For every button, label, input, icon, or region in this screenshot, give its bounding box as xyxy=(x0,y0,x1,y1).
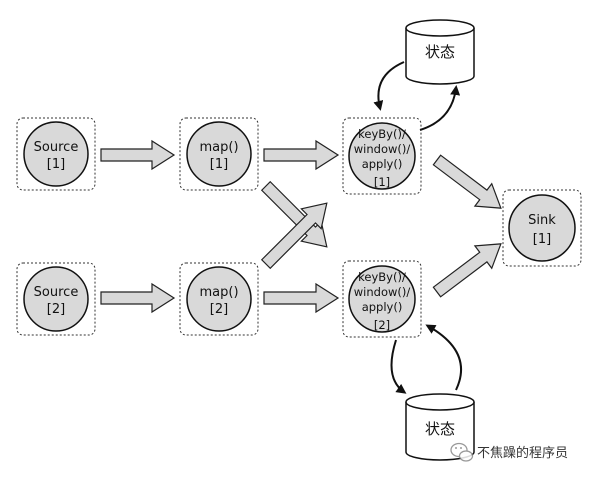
state-top-label: 状态 xyxy=(425,43,455,61)
arrow-source1-to-map1 xyxy=(100,139,176,171)
arrow-window1-to-sink xyxy=(432,154,502,209)
state-access-arrows xyxy=(373,61,463,394)
arrow-map1-to-window2 xyxy=(260,180,328,248)
arrow-state-top-to-window1 xyxy=(373,61,405,111)
window2-line1: keyBy()/ xyxy=(358,270,406,284)
arrow-map2-to-window2 xyxy=(263,282,340,314)
operator-source1: Source [1] xyxy=(16,117,96,191)
arrow-source2-to-map2 xyxy=(100,282,176,314)
operator-source2: Source [2] xyxy=(16,262,96,336)
operator-window2: keyBy()/ window()/ apply() [2] xyxy=(342,260,422,338)
window1-line1: keyBy()/ xyxy=(358,127,406,141)
state-bottom-label: 状态 xyxy=(425,420,455,438)
arrow-map2-to-window1 xyxy=(260,202,328,270)
sink-index: [1] xyxy=(533,232,551,247)
window2-line2: window()/ xyxy=(354,285,411,299)
map2-index: [2] xyxy=(210,302,228,317)
arrow-window2-to-state-bottom xyxy=(390,339,407,394)
window1-line3: apply() xyxy=(362,157,403,171)
source1-index: [1] xyxy=(47,157,65,172)
map2-name: map() xyxy=(199,285,238,300)
state-store-bottom: 状态 xyxy=(405,393,475,461)
arrow-window2-to-sink xyxy=(432,243,502,298)
window1-index: [1] xyxy=(374,175,390,189)
map1-index: [1] xyxy=(210,157,228,172)
state-store-top: 状态 xyxy=(405,19,475,85)
dataflow-arrows xyxy=(100,139,502,314)
window1-line2: window()/ xyxy=(354,142,411,156)
window2-line3: apply() xyxy=(362,300,403,314)
window2-index: [2] xyxy=(374,318,390,332)
arrow-map1-to-window1 xyxy=(263,139,340,171)
source2-index: [2] xyxy=(47,302,65,317)
source2-name: Source xyxy=(34,285,79,300)
arrow-state-bottom-to-window2 xyxy=(425,324,463,391)
operator-map1: map() [1] xyxy=(179,117,259,191)
source1-name: Source xyxy=(34,140,79,155)
wechat-icon xyxy=(450,442,474,462)
operator-window1: keyBy()/ window()/ apply() [1] xyxy=(342,117,422,195)
sink-name: Sink xyxy=(528,213,556,228)
watermark: 不焦躁的程序员 xyxy=(450,442,568,462)
operator-map2: map() [2] xyxy=(179,262,259,336)
map1-name: map() xyxy=(199,140,238,155)
watermark-text: 不焦躁的程序员 xyxy=(477,445,568,461)
arrow-window1-to-state-top xyxy=(419,85,461,131)
operator-sink: Sink [1] xyxy=(502,189,582,267)
